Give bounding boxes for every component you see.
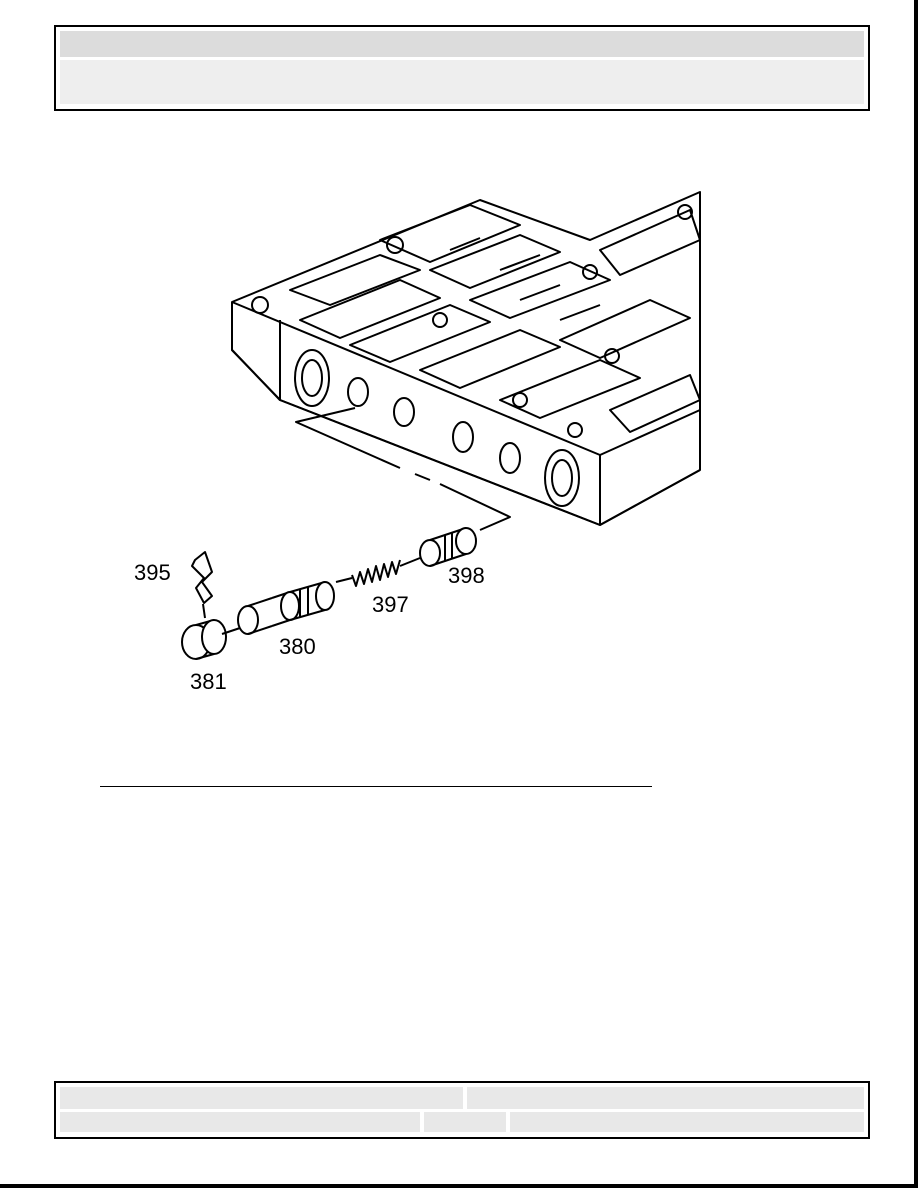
footer-cell-middle-bottom xyxy=(423,1111,507,1133)
footer-cell-right-bottom xyxy=(509,1111,865,1133)
part-398-sleeve xyxy=(419,527,477,567)
horizontal-rule xyxy=(100,786,652,787)
callout-395: 395 xyxy=(134,560,171,585)
part-380-valve xyxy=(237,581,335,635)
callout-398: 398 xyxy=(448,563,485,588)
footer-cell-left-bottom xyxy=(59,1111,421,1133)
callout-380: 380 xyxy=(279,634,316,659)
part-397-spring xyxy=(335,557,421,587)
header-box xyxy=(54,25,870,111)
callout-381: 381 xyxy=(190,669,227,694)
part-381-plug xyxy=(181,619,241,660)
part-395-clip xyxy=(191,551,213,619)
footer-box xyxy=(54,1081,870,1139)
header-subtitle-bar xyxy=(59,59,865,105)
footer-cell-right-top xyxy=(466,1086,865,1110)
callout-397: 397 xyxy=(372,592,409,617)
header-title-bar xyxy=(59,30,865,58)
exploded-view-figure: 395 397 398 380 381 xyxy=(134,191,701,694)
footer-cell-left-top xyxy=(59,1086,464,1110)
valve-body-top xyxy=(231,191,701,526)
